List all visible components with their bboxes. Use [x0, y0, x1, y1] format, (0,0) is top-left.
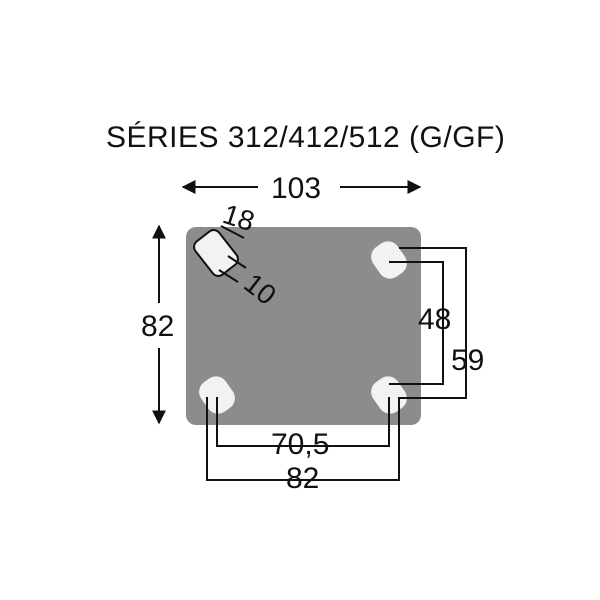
hole-horizontal-outer-label: 82	[286, 462, 319, 495]
hole-vertical-outer-leader	[399, 247, 467, 399]
hole-vertical-inner-leader	[389, 261, 444, 385]
plate-height-label: 82	[141, 310, 174, 343]
hole-horizontal-outer-leader	[206, 397, 400, 481]
slot-width-leader-top	[227, 255, 247, 269]
hole-horizontal-inner-label: 70,5	[271, 428, 329, 461]
hole-slot-top-right	[371, 241, 407, 279]
slot-width-leader-bottom	[218, 269, 239, 283]
hole-horizontal-inner-leader	[216, 397, 390, 447]
mounting-plate	[186, 227, 421, 425]
slot-callout-box	[193, 229, 239, 277]
diagram-title: SÉRIES 312/412/512 (G/GF)	[106, 121, 505, 154]
hole-vertical-outer-label: 59	[451, 344, 484, 377]
hole-vertical-inner-label: 48	[418, 303, 451, 336]
slot-length-leader	[220, 225, 245, 239]
hole-slot-bottom-left	[199, 376, 235, 414]
hole-slot-bottom-right	[371, 376, 407, 414]
plate-width-label: 103	[271, 172, 321, 205]
